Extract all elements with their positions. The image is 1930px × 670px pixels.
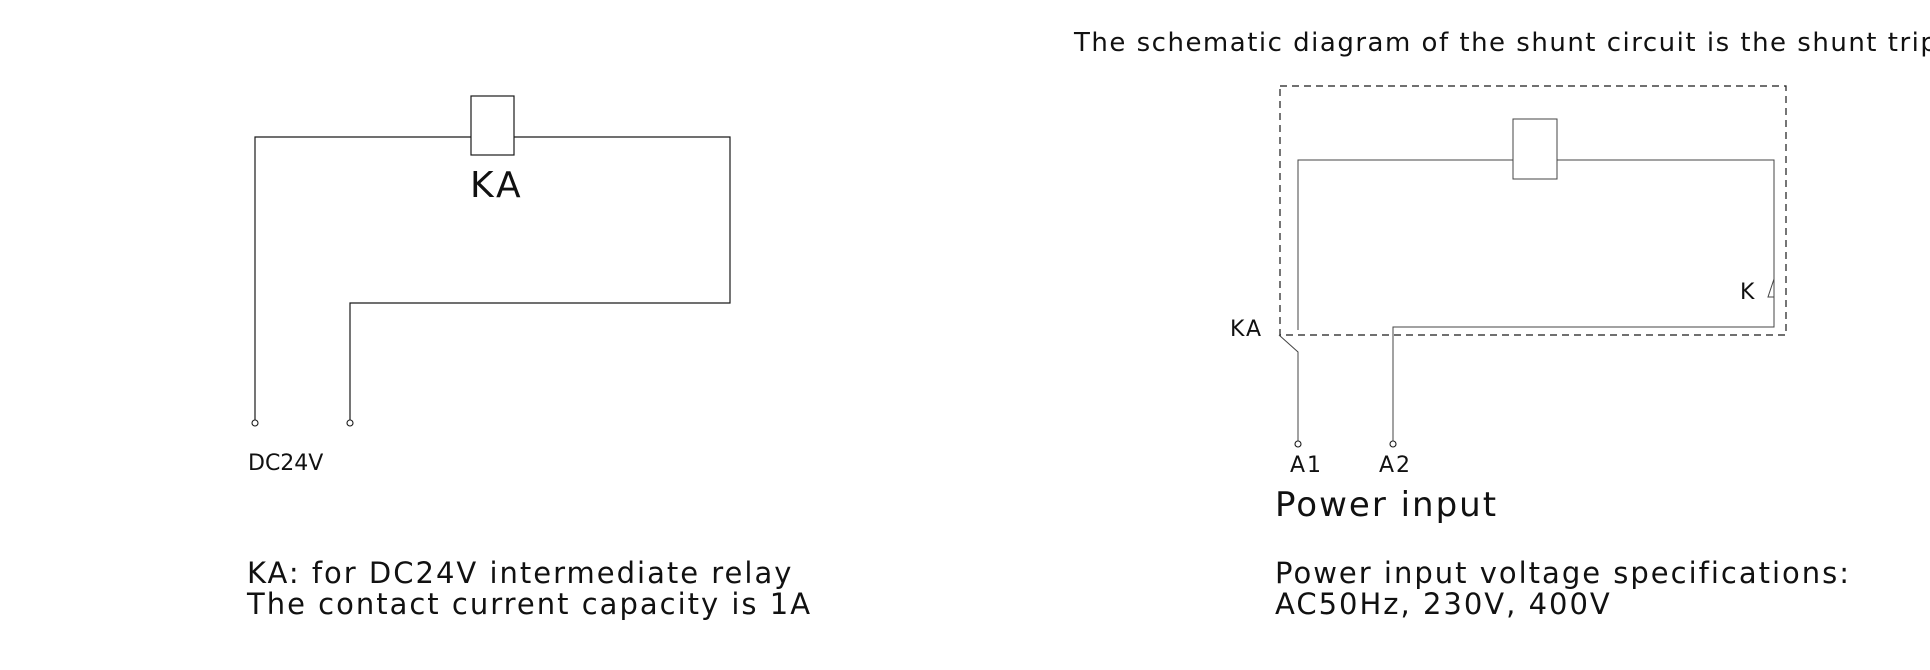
dc24v-label: DC24V <box>248 451 323 476</box>
terminal-a1-label: A1 <box>1290 453 1323 478</box>
shunt-trip-enclosure <box>1279 85 1787 336</box>
k-switch-contact <box>1767 278 1775 298</box>
relay-coil-label: KA <box>470 165 524 206</box>
terminal-a2 <box>1389 440 1397 448</box>
shunt-wire-left <box>1297 159 1513 330</box>
schematic-title: The schematic diagram of the shunt circu… <box>1073 28 1930 58</box>
power-input-label: Power input <box>1275 485 1498 525</box>
dc24v-terminal-negative <box>346 419 354 427</box>
right-shunt-circuit: The schematic diagram of the shunt circu… <box>1073 28 1930 621</box>
voltage-spec-line2: AC50Hz, 230V, 400V <box>1275 587 1612 621</box>
relay-note-line1: KA: for DC24V intermediate relay <box>247 556 793 590</box>
shunt-wire-right <box>1557 159 1775 296</box>
relay-note-line2: The contact current capacity is 1A <box>246 587 812 621</box>
terminal-a2-label: A2 <box>1379 453 1412 478</box>
relay-coil-ka <box>470 95 515 156</box>
shunt-trip-coil <box>1512 118 1558 180</box>
ka-relay-contact <box>1278 334 1299 441</box>
terminal-a1 <box>1294 440 1302 448</box>
left-wire-return <box>349 136 731 421</box>
left-wire-outer <box>254 136 471 421</box>
dc24v-terminal-positive <box>251 419 259 427</box>
ka-contact-label: KA <box>1230 317 1263 342</box>
voltage-spec-line1: Power input voltage specifications: <box>1275 556 1851 590</box>
left-relay-circuit: KA DC24V KA: for DC24V intermediate rela… <box>246 95 812 621</box>
shunt-wire-return <box>1392 296 1775 441</box>
k-switch-label: K <box>1740 280 1755 305</box>
